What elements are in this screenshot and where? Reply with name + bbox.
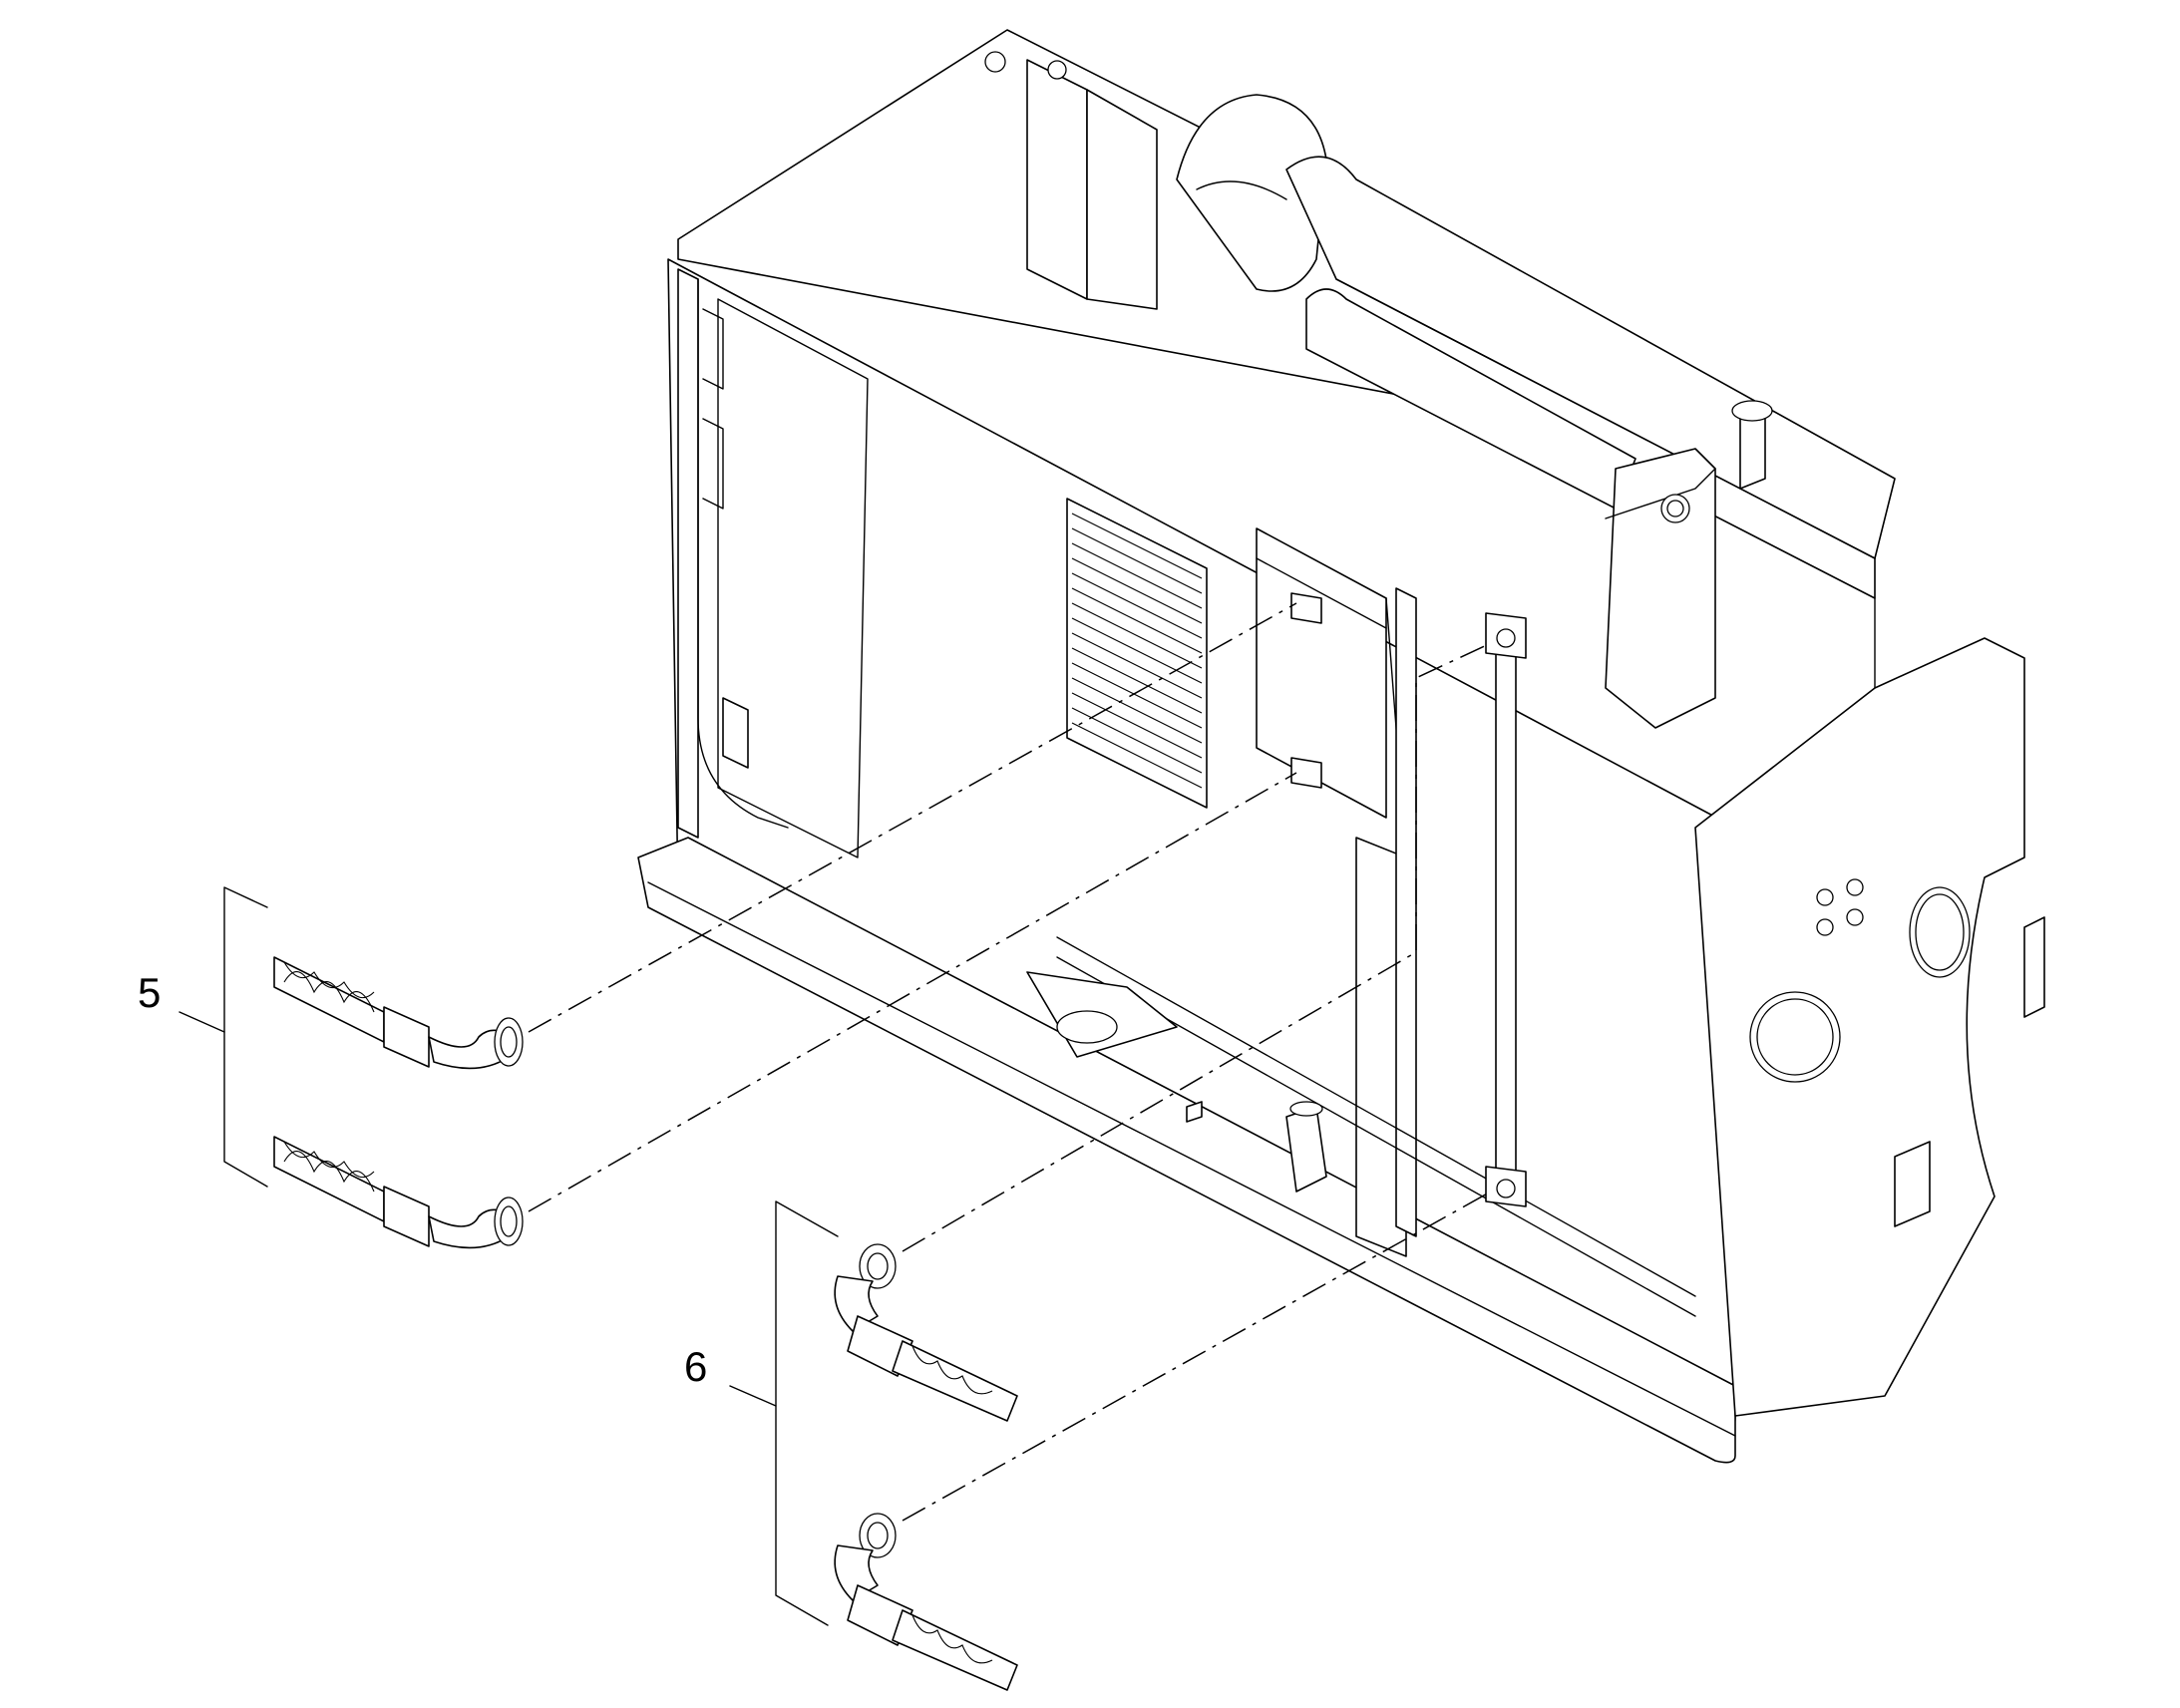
radiator-fins — [1071, 512, 1203, 789]
hose-6-lower[interactable] — [834, 1513, 1018, 1691]
callout-5-label: 5 — [138, 969, 161, 1016]
hose-5-lower[interactable] — [273, 1136, 524, 1249]
callout-bracket-6 — [729, 1200, 839, 1626]
assembly-lines — [528, 602, 1492, 1522]
hose-6-upper[interactable] — [834, 1243, 1018, 1422]
callout-6-label: 6 — [684, 1343, 707, 1390]
callout-bracket-5 — [179, 886, 268, 1188]
chassis-frame — [637, 29, 2045, 1464]
hose-5-upper[interactable] — [273, 956, 524, 1070]
